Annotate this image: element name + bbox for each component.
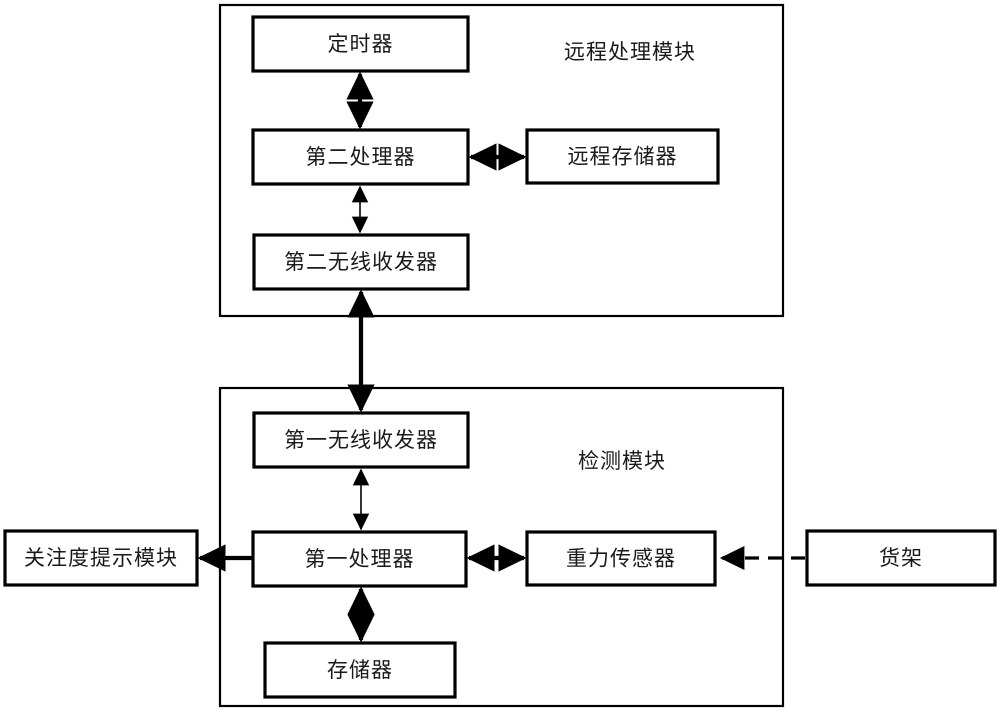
node-gravity-sensor-label: 重力传感器 [566,547,676,571]
node-first-transceiver-box[interactable] [252,411,470,469]
node-attention-prompt-box[interactable] [3,529,199,587]
node-first-transceiver[interactable]: 第一无线收发器 [252,411,470,469]
node-timer[interactable]: 定时器 [251,15,470,73]
node-remote-memory[interactable]: 远程存储器 [525,128,720,185]
node-first-processor-box[interactable] [251,530,468,588]
node-shelf-box[interactable] [805,529,997,587]
node-first-processor-label: 第一处理器 [305,547,415,571]
node-attention-prompt-label: 关注度提示模块 [24,546,178,570]
module-detection-label: 检测模块 [578,449,666,473]
node-gravity-sensor[interactable]: 重力传感器 [525,530,717,587]
node-memory-label: 存储器 [327,658,393,682]
node-memory-box[interactable] [263,641,457,699]
node-second-transceiver[interactable]: 第二无线收发器 [252,233,470,291]
node-attention-prompt[interactable]: 关注度提示模块 [3,529,199,587]
connections-layer [197,71,805,643]
node-second-transceiver-label: 第二无线收发器 [284,250,438,274]
node-shelf[interactable]: 货架 [805,529,997,587]
node-memory[interactable]: 存储器 [263,641,457,699]
node-first-processor[interactable]: 第一处理器 [251,530,468,588]
node-second-processor-label: 第二处理器 [306,145,416,169]
node-second-processor[interactable]: 第二处理器 [251,128,470,186]
node-shelf-label: 货架 [879,546,923,570]
node-first-transceiver-label: 第一无线收发器 [284,428,438,452]
node-remote-memory-label: 远程存储器 [568,145,678,169]
node-second-transceiver-box[interactable] [252,233,470,291]
node-second-processor-box[interactable] [251,128,470,186]
node-gravity-sensor-box[interactable] [525,530,717,587]
node-remote-memory-box[interactable] [525,128,720,185]
node-timer-box[interactable] [251,15,470,73]
module-remote-processing-label: 远程处理模块 [564,40,696,64]
node-timer-label: 定时器 [328,32,394,56]
